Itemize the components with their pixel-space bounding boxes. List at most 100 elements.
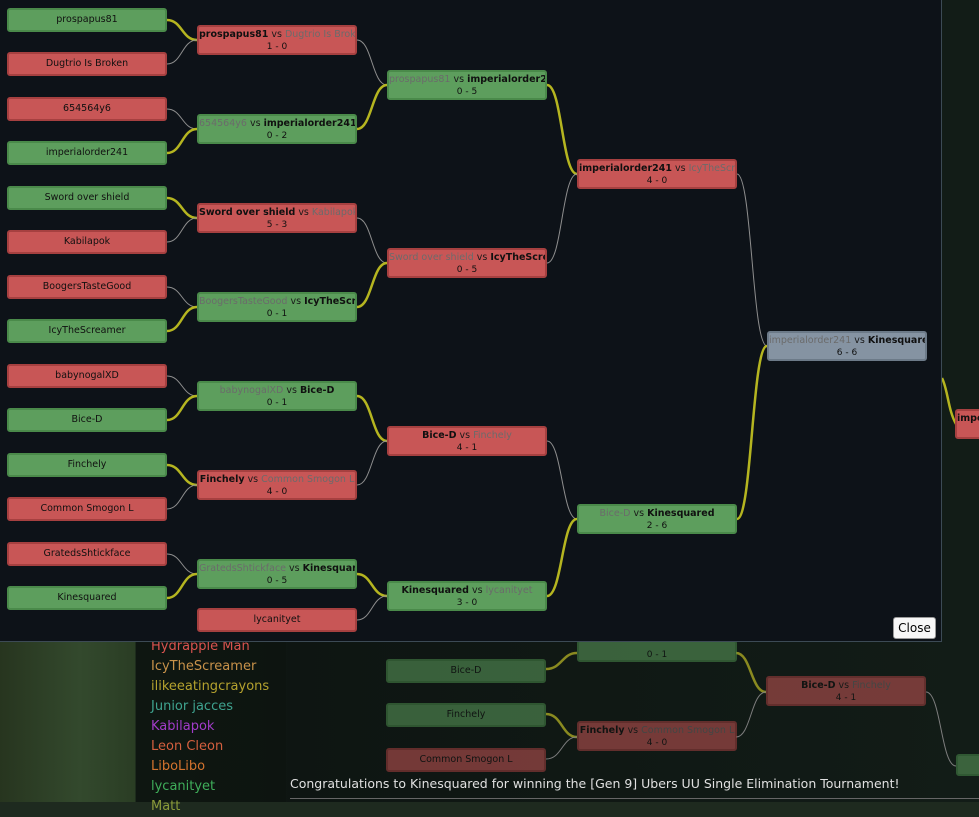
match-player-2: IcyTheScreamer [490, 252, 545, 263]
match-player-2: Kabilapok [311, 207, 357, 218]
player-slot[interactable]: imperialorder241 [7, 141, 167, 165]
connector [166, 108, 198, 130]
bg-match-finchely-vs-common[interactable]: Finchely vs Common Smogon L 4 - 0 [577, 721, 737, 751]
player-slot[interactable]: Bice-D [7, 408, 167, 432]
match-vs: vs [290, 296, 302, 307]
winner-connector [356, 572, 388, 598]
match-score: 4 - 1 [456, 443, 478, 453]
match-box[interactable]: prospapus81 vs Dugtrio Is Broken1 - 0 [197, 25, 357, 55]
bg-player-bice-d[interactable]: Bice-D [386, 659, 546, 683]
match-player-2: IcyTheScreamer [688, 163, 735, 174]
bg-player-finchely[interactable]: Finchely [386, 703, 546, 727]
user-list-item[interactable]: lycanityet [151, 779, 216, 794]
bg-player-common-smogon-l[interactable]: Common Smogon L [386, 748, 546, 772]
player-name: Sword over shield [44, 192, 130, 203]
player-slot[interactable]: Kabilapok [7, 230, 167, 254]
connector [166, 286, 198, 308]
match-box[interactable]: GratedsShtickface vs Kinesquared0 - 5 [197, 559, 357, 589]
bg-player-bice-d-label: Bice-D [450, 665, 482, 676]
user-list-item[interactable]: Kabilapok [151, 719, 215, 734]
player-slot[interactable]: Common Smogon L [7, 497, 167, 521]
player-slot[interactable]: Finchely [7, 453, 167, 477]
match-vs: vs [633, 508, 645, 519]
player-slot[interactable]: IcyTheScreamer [7, 319, 167, 343]
congratulations-message: Congratulations to Kinesquared for winni… [290, 776, 900, 791]
match-players: Sword over shield vs Kabilapok [199, 206, 355, 219]
match-players: 654564y6 vs imperialorder241 [199, 117, 355, 130]
connector [166, 39, 198, 65]
winner-connector [166, 18, 198, 42]
player-slot[interactable]: prospapus81 [7, 8, 167, 32]
match-players: prospapus81 vs Dugtrio Is Broken [199, 28, 355, 41]
bg-player-finchely-label: Finchely [446, 709, 486, 720]
player-name: GratedsShtickface [43, 548, 131, 559]
player-name: prospapus81 [56, 14, 118, 25]
connector [166, 553, 198, 575]
user-list-item[interactable]: LiboLibo [151, 759, 206, 774]
bg-match-edge[interactable]: imperia [955, 409, 979, 439]
close-button[interactable]: Close [893, 617, 936, 639]
match-player-1: Sword over shield [199, 207, 296, 218]
user-list-item[interactable]: Leon Cleon [151, 739, 224, 754]
match-vs: vs [249, 118, 261, 129]
bg-match-top[interactable]: 0 - 1 [577, 640, 737, 662]
match-players: Bice-D vs Finchely [389, 429, 545, 442]
player-name: Finchely [67, 459, 107, 470]
match-score: 5 - 3 [266, 220, 288, 230]
player-slot[interactable]: Sword over shield [7, 186, 167, 210]
user-list-item[interactable]: Hydrapple Man [151, 639, 250, 654]
match-player-2: IcyTheScreamer [304, 296, 357, 307]
match-player-1: imperialorder241 [769, 335, 852, 346]
match-players: babynogalXD vs Bice-D [199, 384, 355, 397]
match-player-2: Kinesquared [647, 508, 715, 519]
match-player-2: Dugtrio Is Broken [284, 29, 356, 40]
player-slot[interactable]: lycanityet [197, 608, 357, 632]
match-box[interactable]: Sword over shield vs IcyTheScreamer0 - 5 [387, 248, 547, 278]
connector [166, 484, 198, 510]
match-score: 0 - 1 [266, 398, 288, 408]
user-list-item[interactable]: Junior jacces [151, 699, 233, 714]
connector [356, 440, 388, 486]
user-list-item[interactable]: ilikeeatingcrayons [151, 679, 270, 694]
match-players: prospapus81 vs imperialorder241 [389, 73, 545, 86]
player-slot[interactable]: babynogalXD [7, 364, 167, 388]
match-player-1: imperialorder241 [579, 163, 672, 174]
connector [356, 39, 388, 86]
bg-match-2-p2: Common Smogon L [641, 725, 735, 736]
winner-connector [166, 394, 198, 422]
player-name: IcyTheScreamer [48, 325, 126, 336]
match-score: 0 - 5 [456, 87, 478, 97]
bg-match-bice-vs-finchely[interactable]: Bice-D vs Finchely 4 - 1 [766, 676, 926, 706]
player-slot[interactable]: Dugtrio Is Broken [7, 52, 167, 76]
player-slot[interactable]: BoogersTasteGood [7, 275, 167, 299]
match-players: Finchely vs Common Smogon L [199, 473, 355, 486]
match-box[interactable]: imperialorder241 vs Kinesquared6 - 6 [767, 331, 927, 361]
match-player-2: Bice-D [299, 385, 335, 396]
winner-connector [546, 517, 578, 598]
match-vs: vs [286, 385, 297, 396]
match-player-1: Kinesquared [401, 585, 469, 596]
user-list-item[interactable]: IcyTheScreamer [151, 659, 257, 674]
bg-match-3-vs: vs [838, 680, 850, 691]
player-slot[interactable]: Kinesquared [7, 586, 167, 610]
match-vs: vs [471, 585, 483, 596]
match-players: Kinesquared vs lycanityet [389, 584, 545, 597]
match-box[interactable]: imperialorder241 vs IcyTheScreamer4 - 0 [577, 159, 737, 189]
match-box[interactable]: BoogersTasteGood vs IcyTheScreamer0 - 1 [197, 292, 357, 322]
player-slot[interactable]: 654564y6 [7, 97, 167, 121]
match-players: Bice-D vs Kinesquared [579, 507, 735, 520]
player-slot[interactable]: GratedsShtickface [7, 542, 167, 566]
background-edge-lines [942, 377, 958, 425]
match-players: imperialorder241 vs Kinesquared [769, 334, 925, 347]
match-vs: vs [675, 163, 686, 174]
match-players: BoogersTasteGood vs IcyTheScreamer [199, 295, 355, 308]
bg-match-edge-bottom[interactable] [956, 754, 979, 776]
